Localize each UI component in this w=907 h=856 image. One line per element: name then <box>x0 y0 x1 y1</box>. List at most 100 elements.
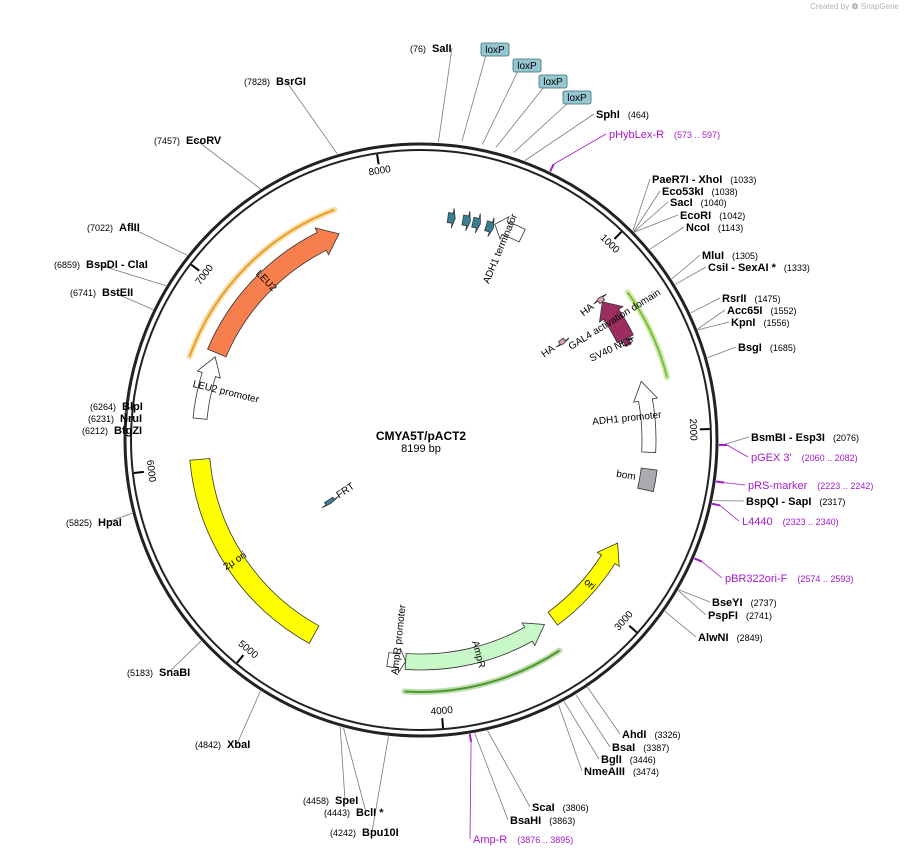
feature-bom <box>637 467 658 493</box>
enzyme-position: (7828) <box>244 77 270 87</box>
feature-ampr-promoter <box>386 648 407 674</box>
enzyme-position: (76) <box>410 44 426 54</box>
brand-watermark: Created by ⚙ SnapGene <box>810 2 899 11</box>
tick-mark <box>441 718 445 729</box>
enzyme-position: (2849) <box>737 633 763 643</box>
plasmid-name: CMYA5T/pACT2 <box>376 429 467 443</box>
enzyme-name: NruI <box>120 413 142 425</box>
enzyme-name: HpaI <box>98 517 122 529</box>
feature-adh1-terminator <box>494 215 526 243</box>
enzyme-position: (7457) <box>154 136 180 146</box>
tick-label: 4000 <box>430 705 453 718</box>
enzyme-leader-line <box>697 321 730 331</box>
enzyme-position: (2737) <box>751 598 777 608</box>
enzyme-leader-line <box>285 80 338 155</box>
enzyme-position: (1556) <box>763 318 789 328</box>
enzyme-position: (6212) <box>82 426 108 436</box>
enzyme-site: Eco53kI (1038) <box>662 186 738 198</box>
enzyme-site: (4458)SpeI <box>303 795 358 807</box>
enzyme-leader-line <box>123 417 131 422</box>
enzyme-name: NmeAIII <box>584 766 625 778</box>
enzyme-leader-line <box>111 291 154 310</box>
orf-arc <box>188 208 335 358</box>
enzyme-site: NcoI(1143) <box>686 222 743 234</box>
enzyme-site: (4242)Bpu10I <box>330 827 399 839</box>
enzyme-name: BsmBI - Esp3I <box>751 432 825 444</box>
enzyme-position: (6859) <box>54 260 80 270</box>
enzyme-name: BsrGI <box>276 76 306 88</box>
enzyme-name: AflII <box>119 222 140 234</box>
loxp-label: loxP <box>517 61 537 72</box>
enzyme-leader-line <box>107 512 133 523</box>
enzyme-site: (6741)BstEII <box>70 287 133 299</box>
feature-ampr <box>404 622 546 671</box>
primer-site-mark <box>715 480 725 484</box>
enzyme-name: SphI <box>596 109 620 121</box>
feature-frt <box>321 496 339 509</box>
enzyme-name: Acc65I <box>727 305 762 317</box>
enzyme-position: (7022) <box>87 223 113 233</box>
enzyme-name: MluI <box>702 250 724 262</box>
enzyme-leader-line <box>168 640 202 673</box>
primer-name: Amp-R <box>473 834 507 846</box>
enzyme-leader-line <box>674 266 707 285</box>
primer-site-mark <box>694 557 703 563</box>
brand-product: SnapGene <box>860 2 899 11</box>
enzyme-leader-line <box>558 704 583 772</box>
primer-range: (3876 .. 3895) <box>517 835 573 845</box>
enzyme-site: BsaI(3387) <box>612 742 669 754</box>
enzyme-site: (6264)BlpI <box>90 401 143 413</box>
enzyme-position: (6741) <box>70 288 96 298</box>
primer-range: (2574 .. 2593) <box>797 574 853 584</box>
primer-range: (2323 .. 2340) <box>783 517 839 527</box>
enzyme-position: (1042) <box>719 211 745 221</box>
primer-name: pRS-marker <box>748 480 808 492</box>
enzyme-leader-line <box>339 726 346 801</box>
feature-label: ori <box>582 577 598 593</box>
plasmid-length: 8199 bp <box>401 443 441 455</box>
loxp-label: loxP <box>567 93 587 104</box>
enzyme-name: EcoRV <box>186 135 222 147</box>
enzyme-position: (1038) <box>712 187 738 197</box>
enzyme-leader-line <box>371 736 389 833</box>
enzyme-site: BsmBI - Esp3I(2076) <box>751 432 859 444</box>
orf-arc <box>404 649 561 693</box>
enzyme-site: NmeAIII (3474) <box>584 766 659 778</box>
enzyme-leader-line <box>707 346 737 359</box>
enzyme-leader-line <box>487 730 531 808</box>
loxp-leader-line <box>513 102 569 153</box>
orf-layer <box>186 206 671 695</box>
feature-label: HA <box>540 343 558 360</box>
enzyme-position: (3474) <box>633 767 659 777</box>
enzyme-leader-line <box>633 190 661 232</box>
tick-label: 2000 <box>687 418 699 441</box>
feature-2-ori <box>189 458 320 644</box>
enzyme-leader-line <box>195 139 261 190</box>
enzyme-leader-line <box>587 686 621 735</box>
enzyme-position: (3863) <box>549 816 575 826</box>
tick-mark <box>236 654 245 664</box>
primer-leader-line <box>701 561 723 579</box>
enzyme-site: (4443)BclI * <box>324 807 384 819</box>
enzyme-name: BsgI <box>738 342 762 354</box>
enzyme-name: KpnI <box>731 317 755 329</box>
backbone-inner-ring <box>130 149 712 731</box>
feature-label: SV40 NLS <box>588 334 635 364</box>
feature-label: bom <box>615 469 636 483</box>
enzyme-name: Eco53kI <box>662 186 704 198</box>
primer-name: pHybLex-R <box>609 129 664 141</box>
enzyme-position: (3806) <box>563 803 589 813</box>
enzyme-position: (6264) <box>90 402 116 412</box>
enzyme-position: (1143) <box>718 223 743 233</box>
enzyme-position: (1685) <box>770 343 796 353</box>
backbone-outer-ring <box>123 142 719 738</box>
enzyme-site: BsaHI(3863) <box>510 815 575 827</box>
enzyme-leader-line <box>632 178 651 231</box>
enzyme-position: (3326) <box>654 730 680 740</box>
primer-label: Amp-R (3876 .. 3895) <box>473 834 573 846</box>
enzyme-leader-line <box>575 694 611 748</box>
enzyme-name: BtgZI <box>114 425 142 437</box>
primer-label: pGEX 3'(2060 .. 2082) <box>751 452 858 464</box>
